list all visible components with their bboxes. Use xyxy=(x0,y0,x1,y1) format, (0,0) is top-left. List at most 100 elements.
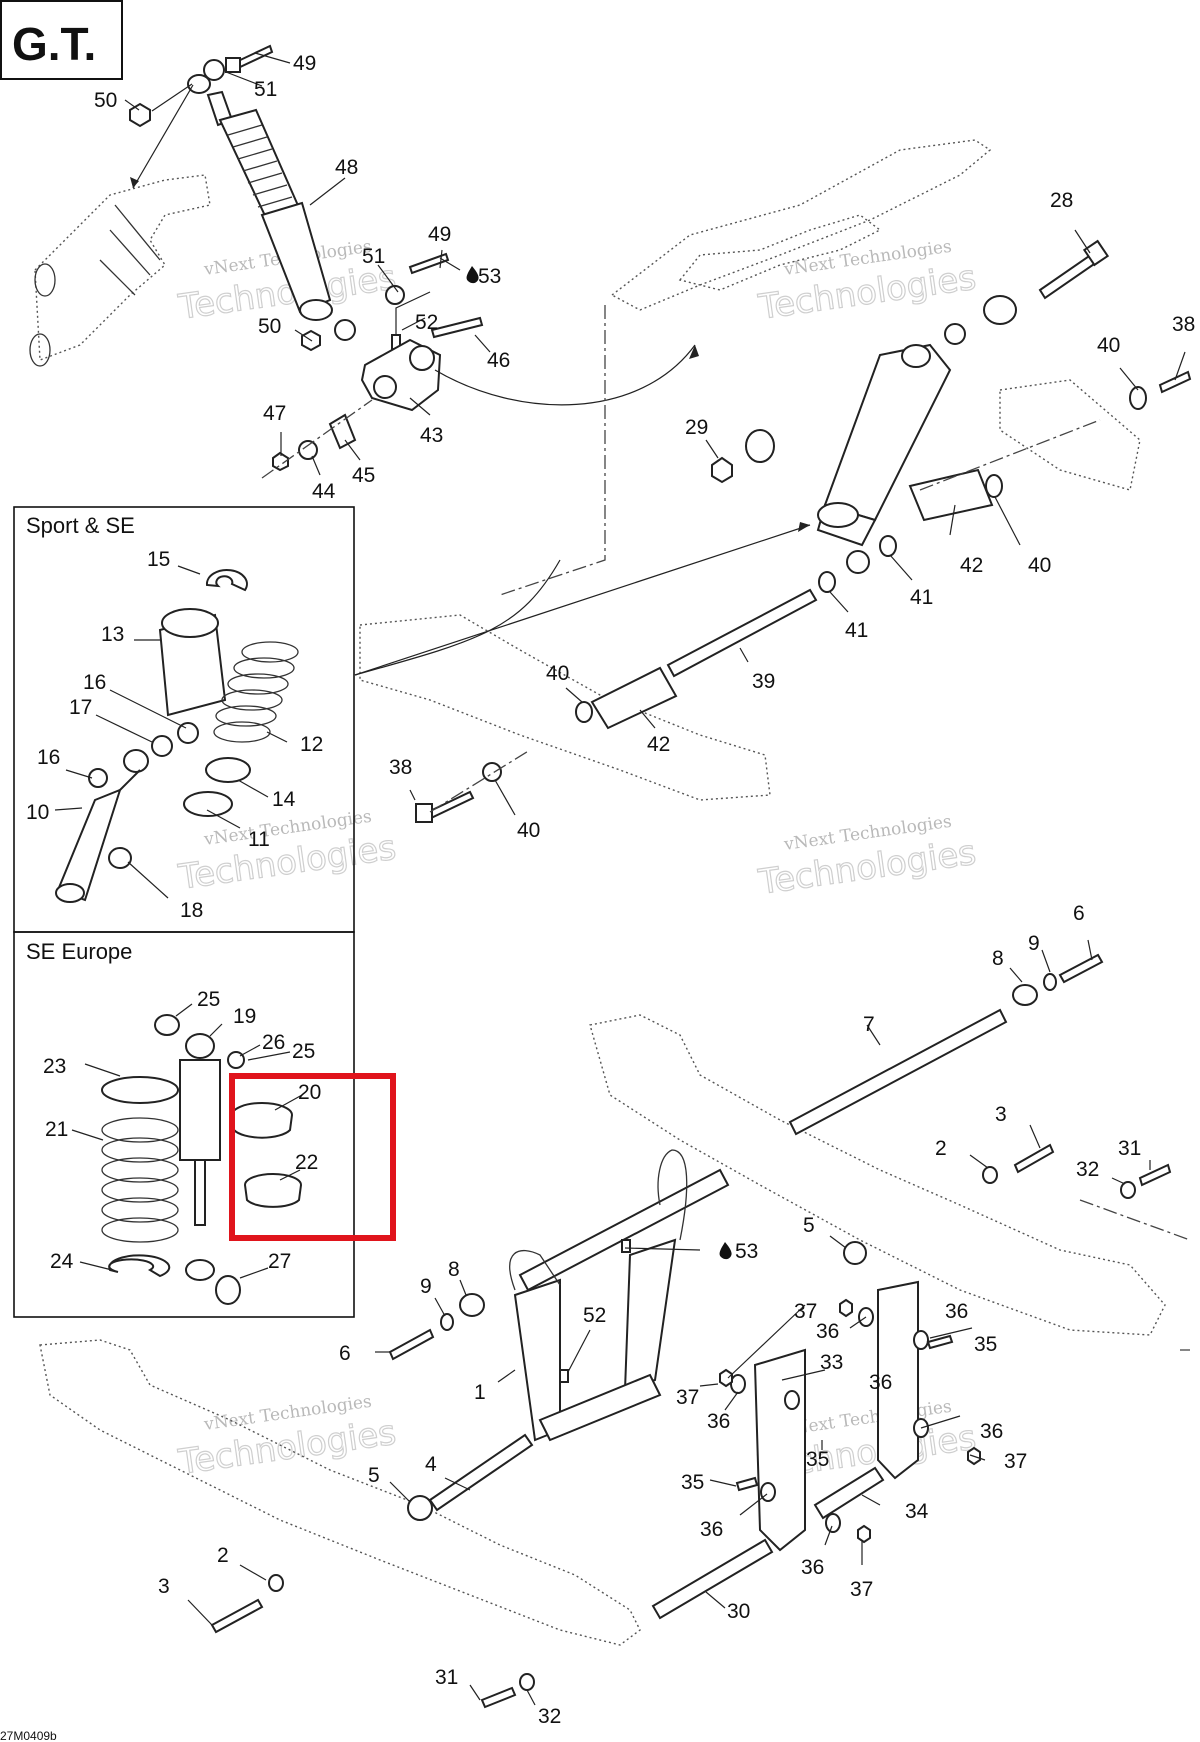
front-arm-assembly xyxy=(29,174,211,367)
callout-number: 11 xyxy=(248,828,270,851)
callout-number: 25 xyxy=(197,988,220,1011)
callout-number: 20 xyxy=(298,1081,321,1104)
callout-number: 36 xyxy=(869,1371,892,1394)
callout-number: 25 xyxy=(292,1040,315,1063)
callout-number: 36 xyxy=(707,1410,730,1433)
callout-number: 16 xyxy=(37,746,60,769)
callout-number: 17 xyxy=(69,696,92,719)
callout-number: 22 xyxy=(295,1151,318,1174)
callout-number: 36 xyxy=(801,1556,824,1579)
lubricant-drop-icon xyxy=(719,1242,732,1260)
callout-number: 40 xyxy=(1028,554,1051,577)
callout-number: 24 xyxy=(50,1250,74,1273)
model-label: G.T. xyxy=(12,18,96,70)
callout-number: 15 xyxy=(147,548,170,571)
callout-number: 47 xyxy=(263,402,286,425)
callout-number: 53 xyxy=(478,265,501,288)
callout-number: 31 xyxy=(435,1666,458,1689)
callout-number: 44 xyxy=(312,480,336,503)
leader-lines xyxy=(54,52,1186,1706)
callout-number: 32 xyxy=(538,1705,561,1728)
callout-number: 53 xyxy=(735,1240,758,1263)
callout-number: 9 xyxy=(1028,932,1040,955)
lubricant-drop-icon xyxy=(466,266,479,284)
model-label-box: G.T. xyxy=(0,0,123,80)
callout-number: 32 xyxy=(1076,1158,1099,1181)
callout-number: 14 xyxy=(272,788,296,811)
inset-europe-title: SE Europe xyxy=(26,939,132,964)
inset-sport-title: Sport & SE xyxy=(26,513,135,538)
callout-number: 3 xyxy=(995,1103,1007,1126)
callout-number: 28 xyxy=(1050,189,1073,212)
callout-number: 41 xyxy=(845,619,868,642)
callout-number: 5 xyxy=(368,1464,380,1487)
callout-number: 30 xyxy=(727,1600,750,1623)
callout-number: 26 xyxy=(262,1031,285,1054)
callout-number: 27 xyxy=(268,1250,291,1273)
callout-number: 52 xyxy=(583,1304,606,1327)
callout-number: 34 xyxy=(905,1500,929,1523)
callout-number: 40 xyxy=(546,662,569,685)
callout-number: 29 xyxy=(685,416,708,439)
callout-number: 37 xyxy=(850,1578,873,1601)
callout-number: 23 xyxy=(43,1055,66,1078)
callout-number: 36 xyxy=(980,1420,1003,1443)
callout-number: 41 xyxy=(910,586,933,609)
callout-number: 1 xyxy=(474,1381,486,1404)
callout-number: 19 xyxy=(233,1005,256,1028)
rear-frame-outline xyxy=(359,139,1141,801)
callout-number: 33 xyxy=(820,1351,843,1374)
callout-number: 39 xyxy=(752,670,775,693)
callout-number: 51 xyxy=(362,245,385,268)
idler-linkage xyxy=(719,1280,981,1552)
inset-sport-se: Sport & SE xyxy=(13,506,355,933)
callout-number: 50 xyxy=(94,89,117,112)
callout-number: 12 xyxy=(300,733,323,756)
callout-number: 37 xyxy=(676,1386,699,1409)
inset-se-europe: SE Europe xyxy=(13,931,396,1318)
callout-number: 37 xyxy=(794,1300,817,1323)
front-shock-48 xyxy=(206,90,333,321)
callout-number: 52 xyxy=(415,311,438,334)
callout-number: 7 xyxy=(863,1013,875,1036)
rails-outline xyxy=(39,1014,1191,1646)
callout-number: 40 xyxy=(517,819,540,842)
callout-number: 42 xyxy=(647,733,670,756)
callout-number: 36 xyxy=(945,1300,968,1323)
drawing-code: 27M0409b xyxy=(0,1729,57,1742)
callout-number: 2 xyxy=(217,1544,229,1567)
callout-number: 31 xyxy=(1118,1137,1141,1160)
callout-number: 10 xyxy=(26,801,49,824)
callout-number: 38 xyxy=(1172,313,1195,336)
rear-shock-assembly xyxy=(354,239,1192,823)
callout-number: 6 xyxy=(339,1342,351,1365)
callout-number: 8 xyxy=(448,1258,460,1281)
callout-number: 36 xyxy=(816,1320,839,1343)
callout-number: 49 xyxy=(428,223,451,246)
callout-number: 43 xyxy=(420,424,443,447)
callout-number: 35 xyxy=(974,1333,997,1356)
callout-number: 4 xyxy=(425,1453,437,1476)
callout-number: 21 xyxy=(45,1118,68,1141)
callout-number: 16 xyxy=(83,671,106,694)
callout-number: 48 xyxy=(335,156,358,179)
callout-number: 2 xyxy=(935,1137,947,1160)
rear-arm-assembly xyxy=(210,953,1172,1709)
callout-number: 46 xyxy=(487,349,510,372)
callout-number: 6 xyxy=(1073,902,1085,925)
callout-number: 35 xyxy=(806,1448,829,1471)
callout-number: 9 xyxy=(420,1275,432,1298)
callout-number: 13 xyxy=(101,623,124,646)
callout-number: 49 xyxy=(293,52,316,75)
callout-number: 50 xyxy=(258,315,281,338)
callout-number: 45 xyxy=(352,464,375,487)
callout-number: 42 xyxy=(960,554,983,577)
callout-number: 35 xyxy=(681,1471,704,1494)
callout-number: 36 xyxy=(700,1518,723,1541)
callout-number: 18 xyxy=(180,899,203,922)
callout-number: 37 xyxy=(1004,1450,1027,1473)
callout-number: 51 xyxy=(254,78,277,101)
callout-number: 8 xyxy=(992,947,1004,970)
